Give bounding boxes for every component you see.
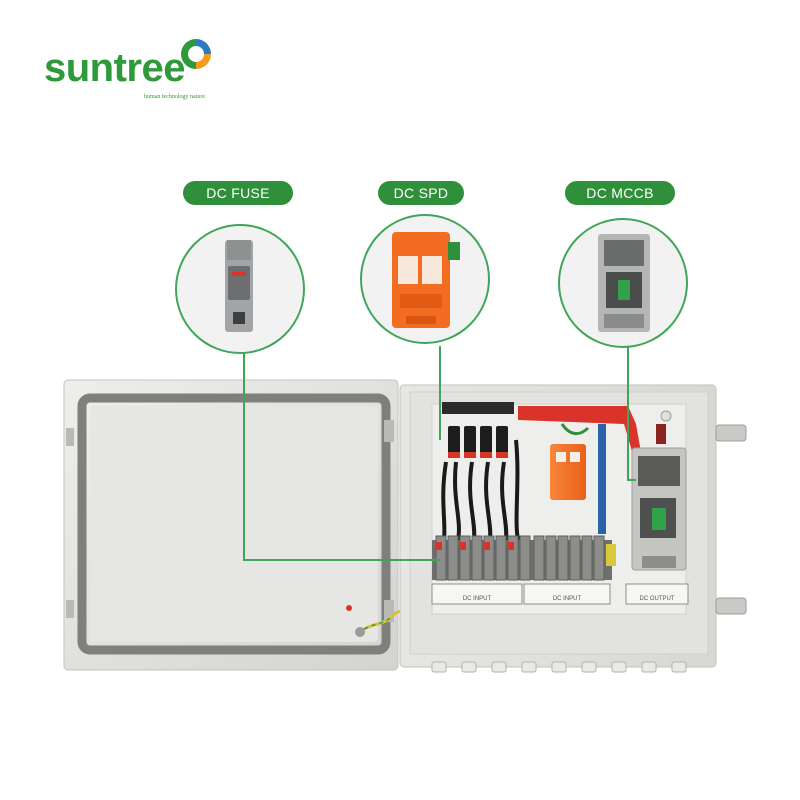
label-dc-spd: DC SPD (378, 181, 464, 205)
mccb-module (631, 410, 687, 571)
marking-dc-input-right: DC INPUT (553, 596, 582, 602)
leaf-ring-icon (181, 39, 211, 69)
brand-tagline: human technology nature (144, 94, 205, 100)
fuse-holder-icon (225, 240, 253, 332)
callout-dc-spd (360, 214, 490, 344)
spd-module (550, 423, 606, 534)
terminal-block (442, 402, 514, 458)
enclosure-door (63, 379, 422, 671)
dc-cables (441, 439, 520, 541)
marking-dc-output: DC OUTPUT (640, 596, 675, 602)
marking-dc-input-left: DC INPUT (463, 596, 492, 602)
label-dc-mccb: DC MCCB (565, 181, 675, 205)
busbar (518, 406, 642, 458)
brand-logo: suntree human technology nature (44, 36, 234, 106)
circuit-breaker-icon (598, 234, 650, 332)
leader-lines (243, 344, 636, 561)
din-rail-row: DC INPUT DC INPUT DC OUTPUT (431, 535, 689, 605)
callout-dc-fuse (175, 224, 305, 354)
label-dc-fuse: DC FUSE (183, 181, 293, 205)
callout-dc-mccb (558, 218, 688, 348)
brand-wordmark: suntree (44, 46, 186, 90)
surge-protector-icon (392, 232, 460, 328)
